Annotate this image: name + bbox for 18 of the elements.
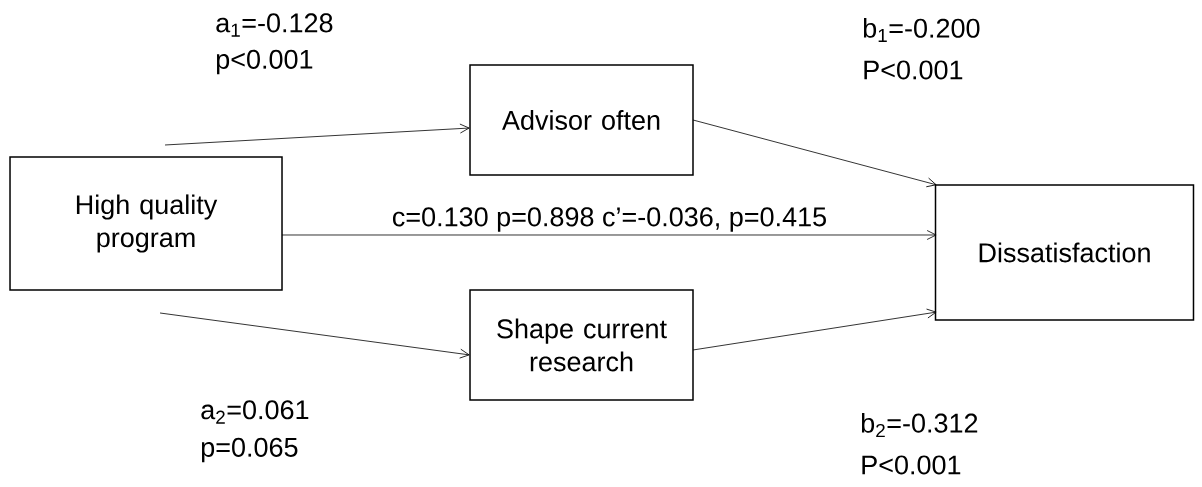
coefficient-label: p=0.065 bbox=[201, 437, 298, 463]
edge-label: c=0.130 p=0.898 c’=-0.036, p=0.415 bbox=[392, 207, 826, 232]
coefficient-label: p<0.001 bbox=[216, 49, 313, 75]
coefficient-label: P<0.001 bbox=[864, 60, 963, 80]
arrow bbox=[159, 312, 470, 359]
coefficient-label: P<0.001 bbox=[862, 455, 961, 475]
coefficient-label: b$_{1}$=-0.200 bbox=[863, 18, 980, 42]
coefficient-label: a$_{2}$=0.061 bbox=[201, 400, 309, 424]
arrow bbox=[692, 119, 937, 188]
process-box: Advisor often bbox=[469, 64, 694, 176]
process-box: Shape current research bbox=[469, 289, 694, 401]
arrow bbox=[164, 123, 470, 146]
arrow bbox=[692, 308, 937, 351]
process-box: Dissatisfaction bbox=[934, 184, 1195, 321]
process-box: High quality program bbox=[9, 156, 283, 291]
coefficient-label: b$_{2}$=-0.312 bbox=[861, 412, 978, 438]
coefficient-label: a$_{1}$=-0.128 bbox=[216, 13, 333, 37]
arrow bbox=[281, 230, 937, 240]
